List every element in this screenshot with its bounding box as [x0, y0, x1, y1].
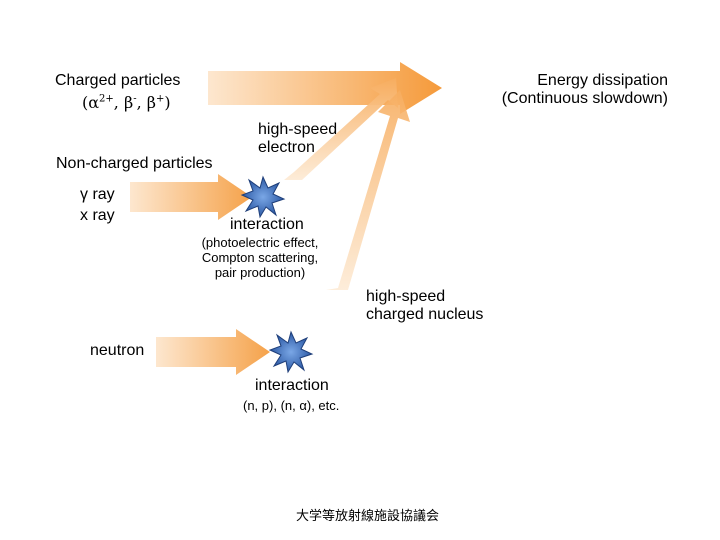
high-speed-nucleus-line1: high-speed: [366, 288, 446, 305]
x-ray-label: x ray: [80, 207, 115, 224]
interaction-1-label: interaction: [230, 216, 304, 233]
interaction-1-detail-line2: Compton scattering,: [201, 249, 319, 265]
energy-dissipation-line2: (Continuous slowdown): [501, 90, 668, 108]
interaction-1-detail-line3: pair production): [214, 264, 306, 280]
nucleus-rising-arrow: [326, 90, 410, 290]
neutron-arrow: [156, 329, 270, 375]
interaction-2-detail: (n, p), (n, α), etc.: [243, 398, 340, 413]
non-charged-arrow: [130, 174, 252, 220]
charged-particles-arrow: [208, 62, 442, 114]
high-speed-electron-label: high-speed electron: [258, 121, 337, 158]
interaction-burst-icon: [268, 330, 314, 374]
high-speed-nucleus-line2: charged nucleus: [366, 306, 484, 324]
gamma-ray-label: γ ray: [80, 186, 115, 203]
high-speed-electron-line2: electron: [258, 139, 315, 157]
interaction-2-label: interaction: [255, 377, 329, 394]
interaction-1-detail: (photoelectric effect, Compton scatterin…: [190, 235, 330, 281]
energy-dissipation-line1: Energy dissipation: [537, 72, 668, 89]
energy-dissipation-label: Energy dissipation (Continuous slowdown): [470, 72, 668, 109]
interaction-1-detail-line1: (photoelectric effect,: [201, 235, 319, 250]
interaction-burst-icon: [240, 175, 286, 219]
charged-particles-symbols: (α2+, β-, β+): [82, 93, 171, 112]
electron-rising-arrow: [284, 78, 398, 180]
high-speed-nucleus-label: high-speed charged nucleus: [366, 288, 483, 325]
high-speed-electron-line1: high-speed: [258, 121, 338, 138]
footer-organization: 大学等放射線施設協議会: [296, 509, 440, 524]
charged-particles-label: Charged particles: [55, 72, 181, 89]
neutron-label: neutron: [90, 342, 145, 359]
non-charged-particles-label: Non-charged particles: [56, 155, 213, 172]
